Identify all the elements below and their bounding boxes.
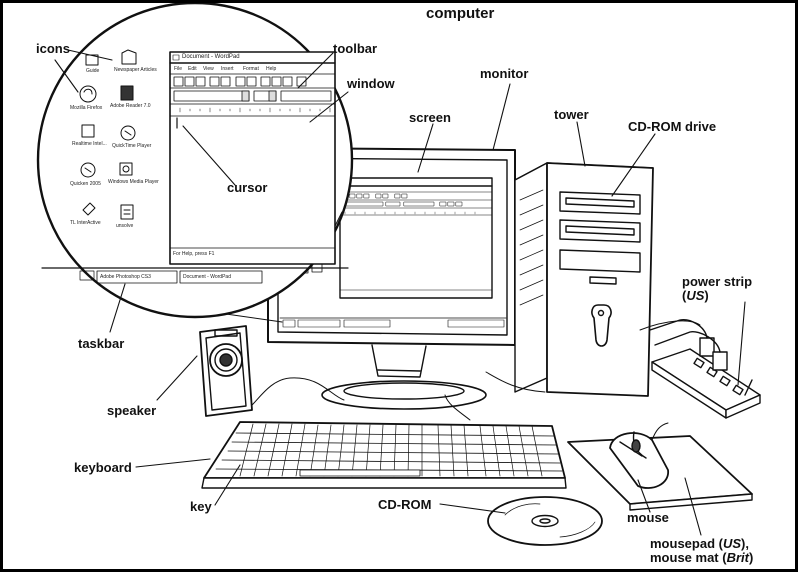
- inset-status-text: For Help, press F1: [173, 251, 215, 257]
- desktop-icon-label: Windows Media Player: [108, 179, 159, 185]
- desktop-icon-label: unsolve: [116, 223, 134, 229]
- power-strip-drawing: [649, 319, 761, 419]
- label-mousepad: mousepad (US), mouse mat (Brit): [650, 537, 792, 565]
- label-power-strip-text: power strip: [682, 274, 753, 289]
- screen-drawing: [339, 177, 493, 299]
- desktop-icon-label: Mozilla Firefox: [70, 105, 103, 111]
- label-power-strip-note: US: [686, 288, 705, 303]
- label-screen: screen: [409, 110, 451, 125]
- keyboard-drawing: [201, 421, 567, 489]
- mouse-drawing: [609, 422, 669, 489]
- label-keyboard: keyboard: [74, 460, 132, 475]
- label-mouse-mat-text: mouse mat: [650, 550, 719, 565]
- label-window: window: [347, 76, 395, 91]
- inset-menu-help: Help: [266, 66, 277, 72]
- desktop-icon-label: Adobe Reader 7.0: [110, 103, 151, 109]
- inset-menu-view: View: [203, 66, 214, 72]
- label-toolbar: toolbar: [333, 41, 378, 56]
- label-monitor: monitor: [480, 66, 529, 81]
- label-mousepad-text: mousepad: [650, 536, 716, 551]
- label-mouse: mouse: [627, 510, 669, 525]
- diagram-title: computer: [426, 5, 495, 22]
- leader-lines: [54, 49, 746, 536]
- label-power-strip: power strip (US): [682, 275, 792, 303]
- inset-menu-insert: Insert: [221, 66, 234, 72]
- tower-drawing: [514, 162, 654, 397]
- label-cursor: cursor: [227, 180, 268, 195]
- desktop-icon-label: Realtime Intel...: [72, 141, 107, 147]
- inset-window-drawing: [169, 51, 336, 265]
- label-mousepad-note-brit: Brit: [726, 550, 749, 565]
- inset-desktop-icons: [79, 49, 137, 220]
- desktop-icon-label: Quicken 2005: [70, 181, 101, 187]
- label-taskbar: taskbar: [78, 336, 125, 351]
- label-mousepad-line1: mousepad (US),: [650, 536, 749, 551]
- label-cd-rom: CD-ROM: [378, 497, 432, 512]
- label-mousepad-note-us: US: [722, 536, 742, 551]
- cd-rom-drawing: [487, 496, 603, 546]
- desktop-icon-label: Guide: [86, 68, 100, 74]
- desktop-icon-label: TL InterActive: [70, 220, 101, 226]
- label-key: key: [190, 499, 212, 514]
- label-cd-rom-drive: CD-ROM drive: [628, 119, 717, 134]
- inset-menu-edit: Edit: [188, 66, 197, 72]
- speaker-drawing: [199, 325, 253, 417]
- inset-window-title: Document - WordPad: [182, 54, 240, 60]
- desktop-icon-label: QuickTime Player: [112, 143, 152, 149]
- label-mousepad-line2: mouse mat (Brit): [650, 550, 754, 565]
- label-speaker: speaker: [107, 403, 157, 418]
- taskbar-item: Document - WordPad: [183, 274, 231, 280]
- taskbar-item: Adobe Photoshop CS3: [100, 274, 151, 280]
- label-power-strip-paren: (US): [682, 288, 709, 303]
- label-tower: tower: [554, 107, 589, 122]
- inset-taskbar-drawing: [41, 267, 349, 284]
- desktop-icon-label: Newspaper Articles: [114, 67, 157, 73]
- label-icons: icons: [36, 41, 70, 56]
- inset-menu-file: File: [174, 66, 183, 72]
- inset-menu-format: Format: [243, 66, 259, 72]
